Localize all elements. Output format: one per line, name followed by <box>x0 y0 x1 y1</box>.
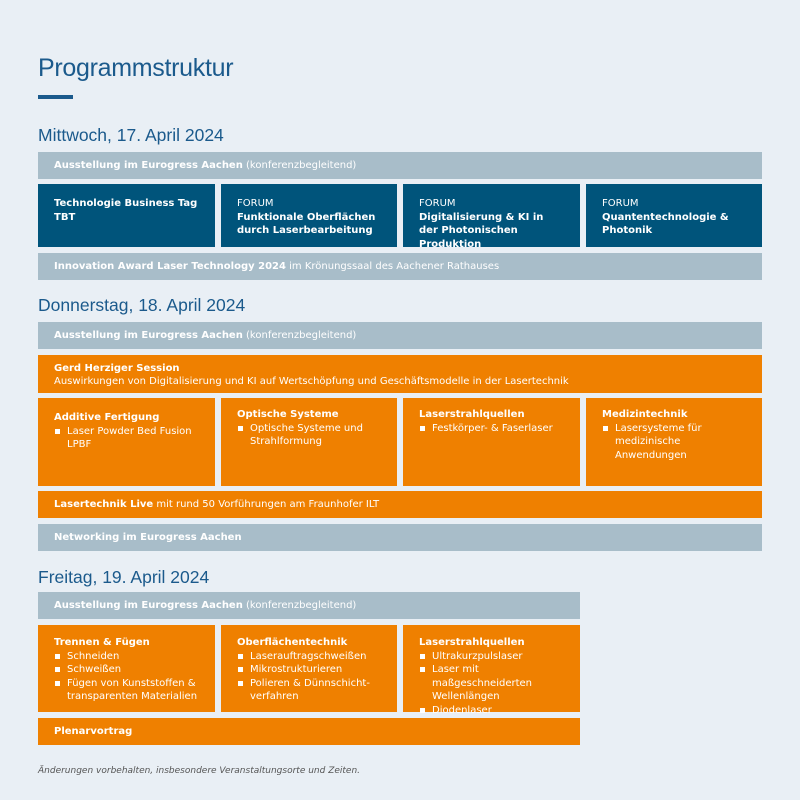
exhibition-bar: Ausstellung im Eurogress Aachen (konfere… <box>38 592 580 619</box>
box-title: Digitalisierung & KI in der Photonischen… <box>419 211 544 250</box>
box-item: Lasersysteme für medizinische Anwendunge… <box>602 422 746 463</box>
box-title: Optische Systeme <box>237 409 339 420</box>
box-pre: FORUM <box>602 198 639 209</box>
live-bar: Lasertechnik Live mit rund 50 Vorführung… <box>38 491 762 518</box>
box-item: Laserauftragschweißen <box>237 650 381 664</box>
box-item: Polieren & Dünnschicht-verfahren <box>237 677 381 704</box>
box-item: Laser Powder Bed Fusion LPBF <box>54 425 199 452</box>
box-item: Festkörper- & Faserlaser <box>419 422 564 436</box>
footnote: Änderungen vorbehalten, insbesondere Ver… <box>38 766 361 776</box>
box-title: Quantentechnologie & Photonik <box>602 211 729 237</box>
box-item: Ultrakurzpulslaser <box>419 650 574 664</box>
exhibition-bar: Ausstellung im Eurogress Aachen (konfere… <box>38 152 762 179</box>
exhibition-label: Ausstellung im Eurogress Aachen <box>54 330 243 341</box>
box-item: Schweißen <box>54 663 199 677</box>
box-title: Additive Fertigung <box>54 412 160 423</box>
program-box: FORUM Digitalisierung & KI in der Photoni… <box>403 184 580 250</box>
page-title: Programmstruktur <box>38 54 234 82</box>
exhibition-bar: Ausstellung im Eurogress Aachen (konfere… <box>38 322 762 349</box>
box-title: Laserstrahlquellen <box>419 409 525 420</box>
box-title: Laserstrahlquellen <box>419 637 525 648</box>
award-label: Innovation Award Laser Technology 2024 <box>54 261 286 272</box>
box-title: Technologie Business Tag TBT <box>54 198 198 223</box>
exhibition-note: (konferenzbegleitend) <box>242 600 357 611</box>
box-item: Mikrostrukturieren <box>237 663 381 677</box>
exhibition-note: (konferenzbegleitend) <box>242 330 357 341</box>
day-heading-thursday: Donnerstag, 18. April 2024 <box>38 295 246 315</box>
box-pre: FORUM <box>419 198 456 209</box>
box-item: Schneiden <box>54 650 199 664</box>
live-label: Lasertechnik Live <box>54 499 154 510</box>
box-item: Diodenlaser <box>419 704 574 718</box>
box-title: Funktionale Oberflächen durch Laserbearb… <box>237 211 376 237</box>
title-underline <box>38 95 73 99</box>
networking-bar: Networking im Eurogress Aachen <box>38 524 762 551</box>
box-pre: FORUM <box>237 198 274 209</box>
box-title: Medizintechnik <box>602 409 688 420</box>
award-bar: Innovation Award Laser Technology 2024 i… <box>38 253 762 280</box>
program-box: FORUM Quantentechnologie & Photonik <box>586 184 762 247</box>
exhibition-label: Ausstellung im Eurogress Aachen <box>54 600 243 611</box>
award-note: im Krönungssaal des Aachener Rathauses <box>285 261 500 272</box>
plenary-label: Plenarvortrag <box>54 726 133 737</box>
box-title: Oberflächentechnik <box>237 637 348 648</box>
program-box: FORUM Funktionale Oberflächen durch Laser… <box>221 184 397 247</box>
day-heading-wednesday: Mittwoch, 17. April 2024 <box>38 125 224 145</box>
session-text: Auswirkungen von Digitalisierung und KI … <box>54 376 569 387</box>
exhibition-note: (konferenzbegleitend) <box>242 160 357 171</box>
program-box: Technologie Business Tag TBT <box>38 184 215 247</box>
live-note: mit rund 50 Vorführungen am Fraunhofer I… <box>153 499 380 510</box>
box-item: Laser mit maßgeschneiderten Wellenlängen <box>419 663 574 704</box>
networking-label: Networking im Eurogress Aachen <box>54 532 242 543</box>
box-item: Optische Systeme und Strahlformung <box>237 422 381 449</box>
day-heading-friday: Freitag, 19. April 2024 <box>38 567 210 587</box>
session-title: Gerd Herziger Session <box>54 363 180 374</box>
box-item: Fügen von Kunststoffen & transparenten M… <box>54 677 199 704</box>
plenary-bar: Plenarvortrag <box>38 718 580 745</box>
exhibition-label: Ausstellung im Eurogress Aachen <box>54 160 243 171</box>
box-title: Trennen & Fügen <box>54 637 150 648</box>
